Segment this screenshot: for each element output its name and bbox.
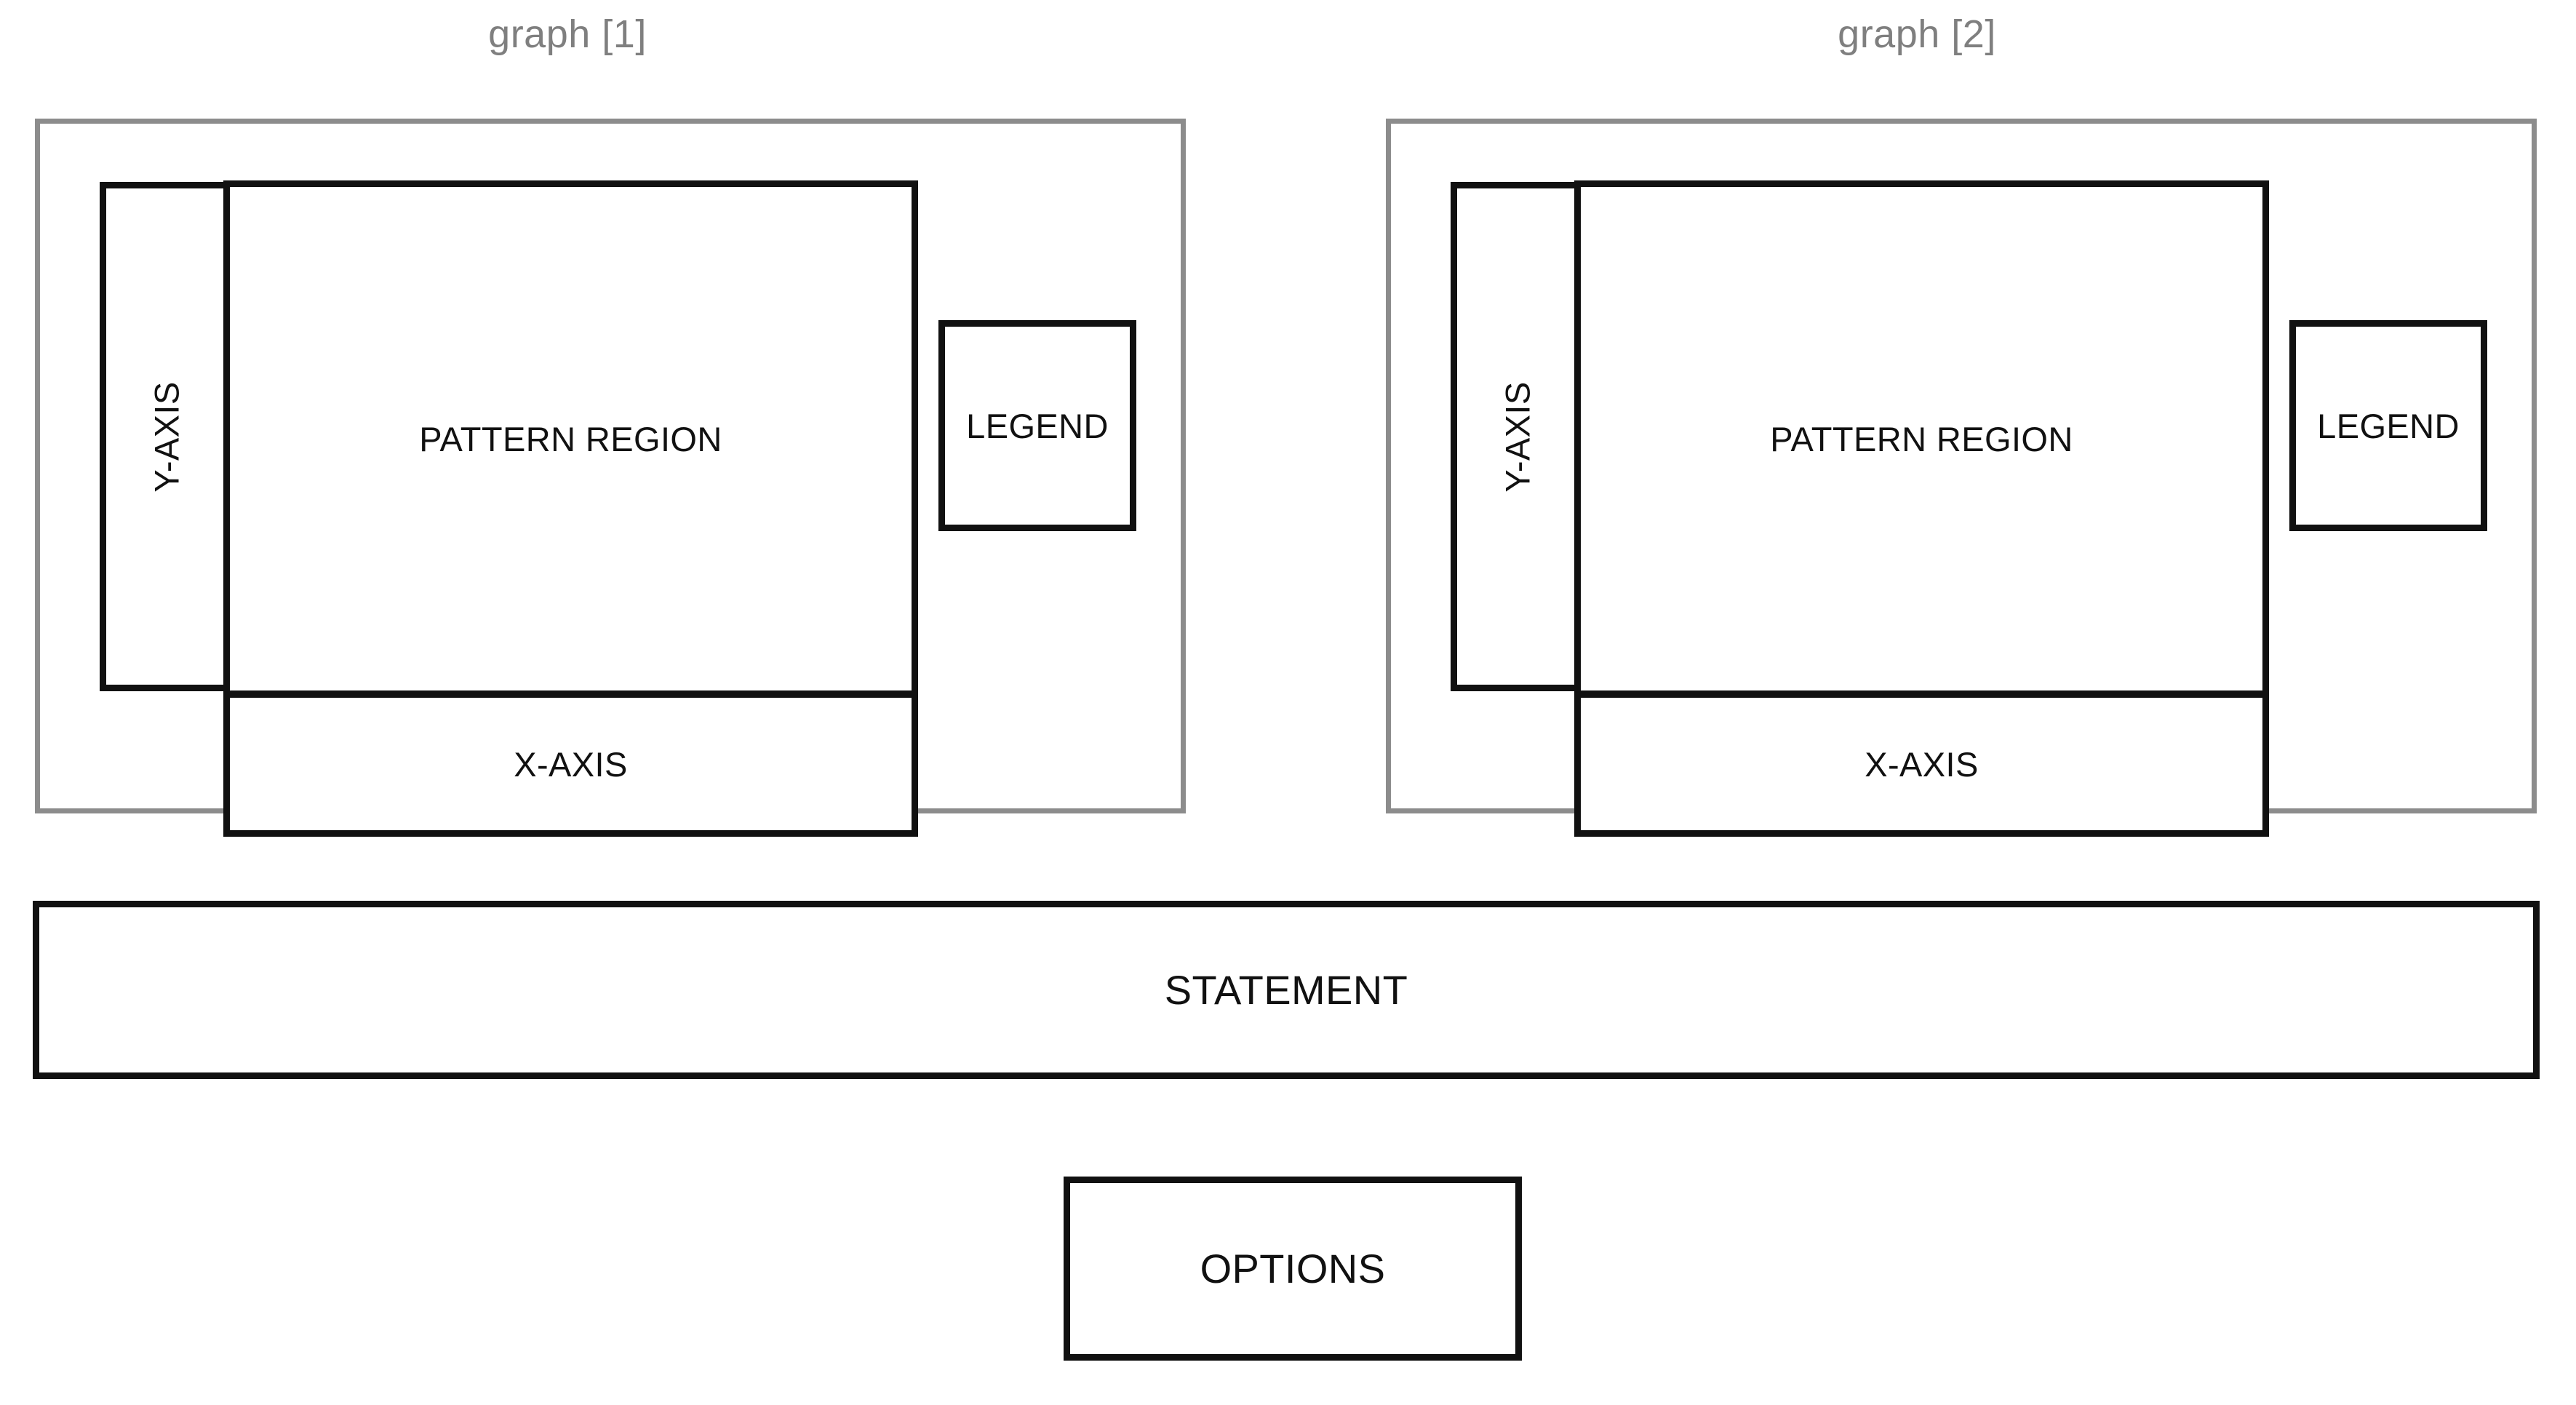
statement-label: STATEMENT	[1164, 967, 1408, 1013]
graph-2-y-axis-label: Y-AXIS	[1498, 381, 1537, 493]
graph-panel-2[interactable]: Y-AXIS PATTERN REGION X-AXIS LEGEND	[1386, 119, 2537, 837]
graph-1-x-axis-box[interactable]: X-AXIS	[223, 691, 918, 837]
options-label: OPTIONS	[1200, 1246, 1386, 1291]
graph-1-legend-label: LEGEND	[966, 406, 1109, 445]
graph-1-x-axis-label: X-AXIS	[514, 744, 628, 784]
graph-2-y-axis-box[interactable]: Y-AXIS	[1451, 182, 1585, 691]
graph-2-x-axis-box[interactable]: X-AXIS	[1574, 691, 2269, 837]
graph-1-y-axis-box[interactable]: Y-AXIS	[100, 182, 234, 691]
graph-2-pattern-region-label: PATTERN REGION	[1770, 419, 2073, 458]
graph-1-pattern-region-box[interactable]: PATTERN REGION	[223, 180, 918, 697]
graph-2-legend-label: LEGEND	[2317, 406, 2460, 445]
graph-1-title: graph [1]	[488, 12, 647, 56]
graph-2-title: graph [2]	[1838, 12, 1996, 56]
graph-1-y-axis-label: Y-AXIS	[147, 381, 186, 493]
graph-2-x-axis-label: X-AXIS	[1865, 744, 1979, 784]
graph-1-pattern-region-label: PATTERN REGION	[419, 419, 722, 458]
statement-bar[interactable]: STATEMENT	[33, 901, 2540, 1079]
graph-2-legend-box[interactable]: LEGEND	[2289, 320, 2487, 531]
graph-2-pattern-region-box[interactable]: PATTERN REGION	[1574, 180, 2269, 697]
graph-1-legend-box[interactable]: LEGEND	[938, 320, 1136, 531]
graph-panel-1[interactable]: Y-AXIS PATTERN REGION X-AXIS LEGEND	[35, 119, 1186, 837]
options-button[interactable]: OPTIONS	[1064, 1177, 1522, 1361]
